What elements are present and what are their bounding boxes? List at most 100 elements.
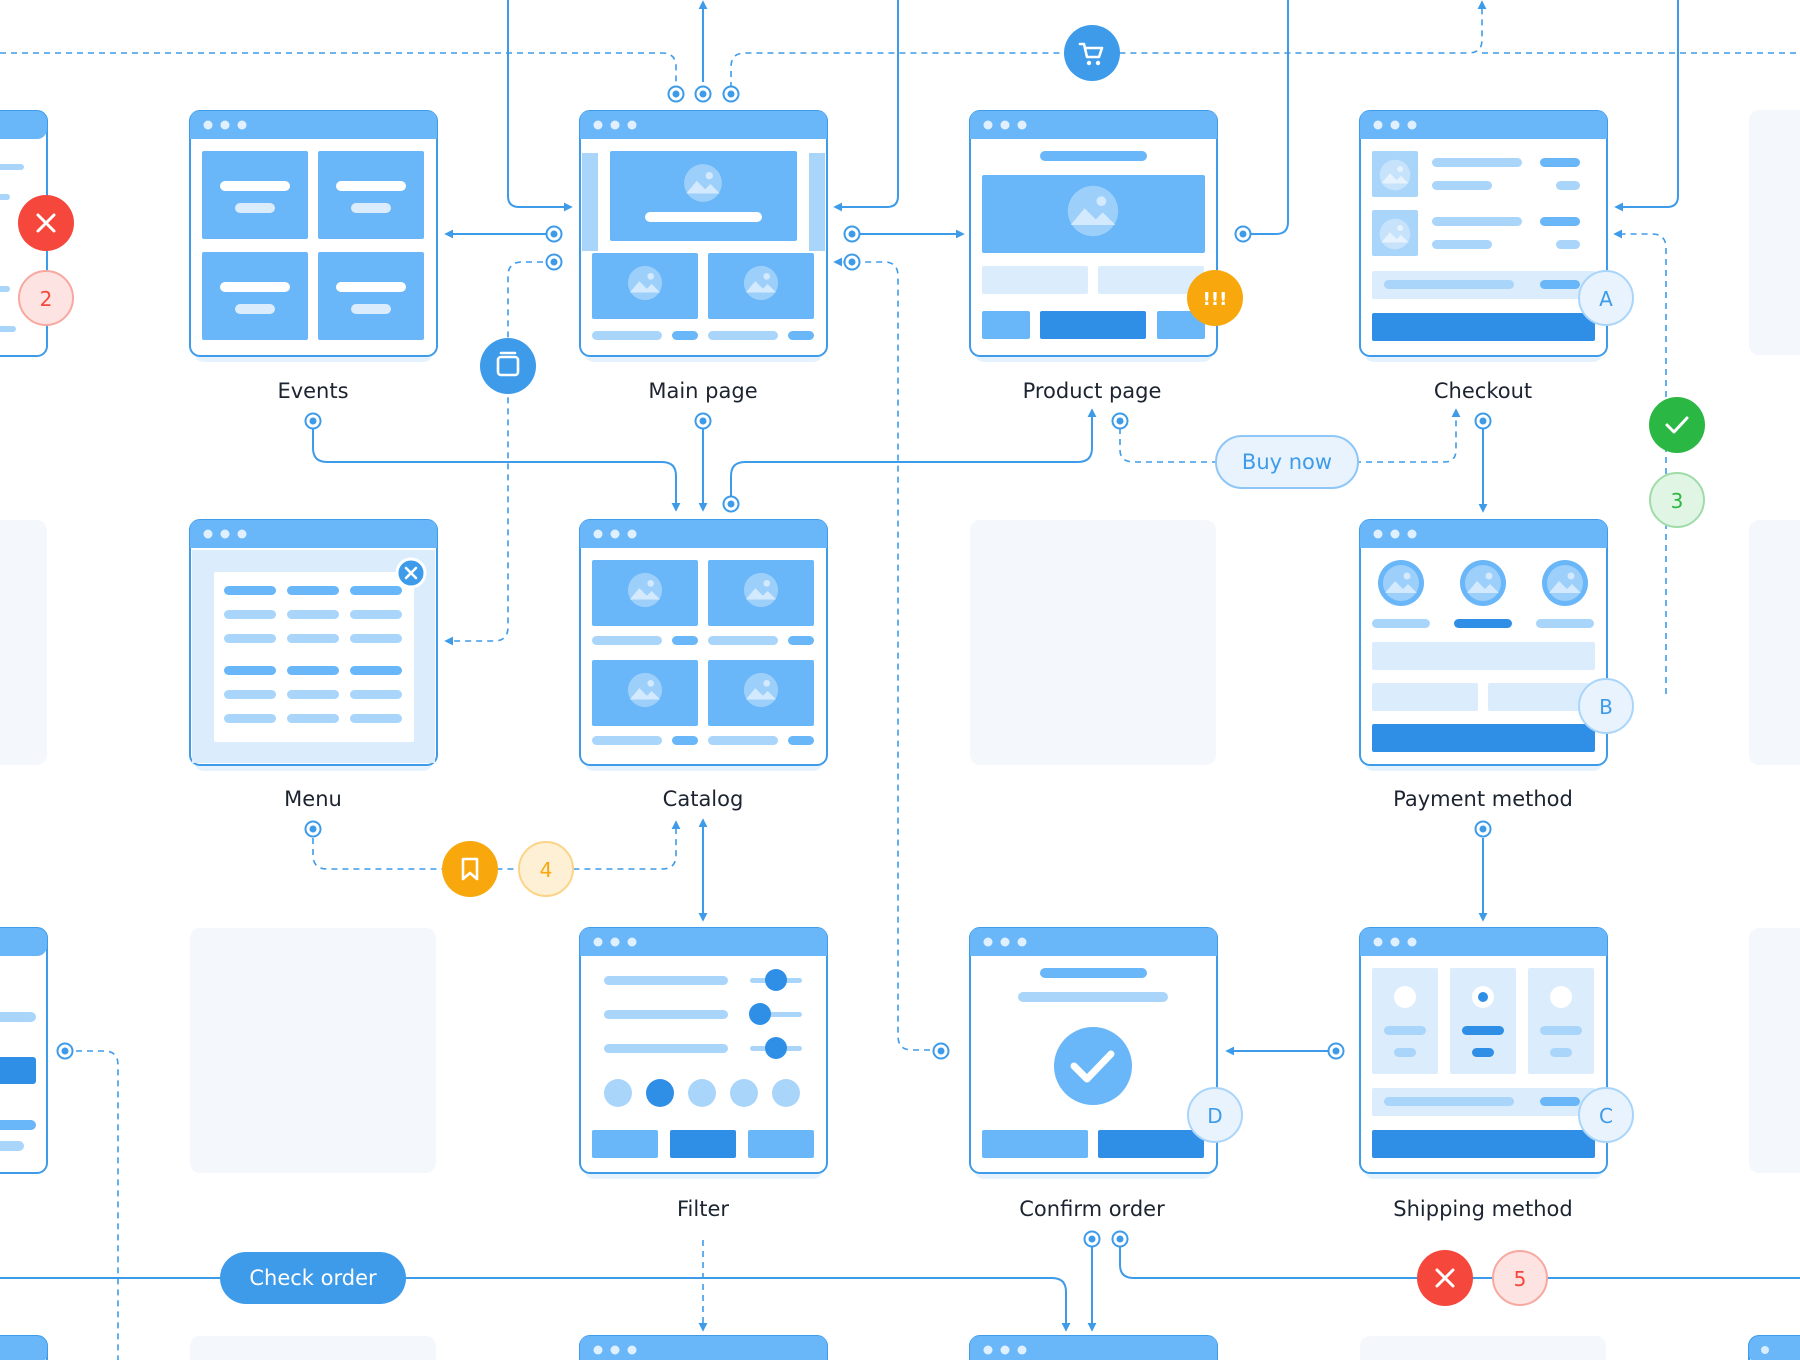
label-catalog: Catalog	[663, 787, 744, 811]
window-dot	[1373, 529, 1383, 539]
window-header	[580, 928, 827, 956]
wire-bar	[336, 282, 406, 292]
buy-now-button[interactable]: Buy now	[1215, 435, 1359, 489]
window-dot	[203, 120, 213, 130]
count-badge-3: 3	[1649, 472, 1705, 528]
screen-partial-1[interactable]	[969, 1335, 1218, 1364]
check-icon[interactable]	[1649, 397, 1705, 453]
wire-bar	[1556, 240, 1580, 249]
connector	[1243, 0, 1289, 235]
window-dot	[610, 529, 620, 539]
screen-shipping[interactable]	[1359, 927, 1608, 1179]
wire-bar	[351, 304, 391, 314]
wire-bar	[235, 304, 275, 314]
screen-product[interactable]	[969, 110, 1218, 362]
window-dot	[1390, 937, 1400, 947]
wire-bar	[1018, 992, 1168, 1002]
placeholder-screen	[1360, 1336, 1606, 1364]
screen-checkout[interactable]	[1359, 110, 1608, 362]
svg-text:A: A	[1599, 287, 1613, 311]
window-dot	[610, 1345, 620, 1355]
wire-block	[592, 1130, 658, 1158]
wire-bar	[1040, 968, 1147, 978]
wire-block	[1372, 642, 1595, 670]
screen-menu[interactable]	[189, 519, 438, 771]
wire-block	[318, 151, 424, 239]
close-icon[interactable]	[395, 557, 427, 589]
connector	[1614, 0, 1679, 212]
connector	[0, 1277, 1071, 1332]
window-dot	[1017, 937, 1027, 947]
connector	[1119, 1245, 1800, 1279]
wire-bar	[1556, 181, 1580, 190]
wire-bar	[287, 714, 339, 723]
wire-bar	[287, 634, 339, 643]
warning-icon[interactable]: !!!	[1187, 270, 1243, 326]
wire-bar	[224, 586, 276, 595]
wire-bar	[224, 690, 276, 699]
window-header	[1360, 928, 1607, 956]
screen-partial-0[interactable]	[579, 1335, 828, 1364]
connector	[833, 257, 941, 1051]
wire-bar	[788, 636, 814, 645]
wire-bar	[672, 331, 698, 340]
wire-bar	[1432, 158, 1522, 167]
window-dot	[1373, 120, 1383, 130]
letter-badge-b: B	[1578, 678, 1634, 734]
wire-bar	[351, 203, 391, 213]
window-dot	[983, 120, 993, 130]
wire-bar	[287, 586, 339, 595]
wire-bar	[672, 636, 698, 645]
screen-labels: Events Main page Product page Checkout M…	[277, 379, 1572, 1221]
window-dot	[1407, 529, 1417, 539]
wire-block	[1098, 266, 1204, 294]
label-confirm-order: Confirm order	[1019, 1197, 1165, 1221]
screen-main[interactable]	[579, 110, 828, 362]
slider-knob	[765, 1037, 787, 1059]
close-icon[interactable]	[1417, 1250, 1473, 1306]
check-order-button[interactable]: Check order	[220, 1252, 406, 1304]
wire-bar	[224, 610, 276, 619]
label-menu: Menu	[284, 787, 342, 811]
cart-icon[interactable]	[1064, 25, 1120, 81]
wire-bar	[287, 610, 339, 619]
window-dot	[627, 937, 637, 947]
wire-bar	[1432, 240, 1492, 249]
close-icon[interactable]	[18, 195, 74, 251]
window-dot	[983, 1345, 993, 1355]
badges: 2 !!! A B C D 3	[18, 25, 1705, 1306]
wire-block	[1372, 683, 1478, 711]
window-dot	[1373, 937, 1383, 947]
wire-bar	[350, 666, 402, 675]
slider-knob	[749, 1003, 771, 1025]
screen-catalog[interactable]	[579, 519, 828, 771]
screen-payment[interactable]	[1359, 519, 1608, 771]
wire-bar	[350, 714, 402, 723]
wire-bar	[1462, 1026, 1504, 1035]
screen-events[interactable]	[189, 110, 438, 362]
wire-bar	[1540, 158, 1580, 167]
image-icon	[743, 572, 779, 608]
screen-confirm[interactable]	[969, 927, 1218, 1179]
window-icon[interactable]	[480, 338, 536, 394]
wire-block	[582, 153, 598, 251]
svg-text:2: 2	[40, 287, 53, 311]
wire-bar	[1454, 619, 1512, 628]
svg-text:!!!: !!!	[1203, 289, 1228, 310]
image-icon	[1067, 185, 1119, 237]
connector	[833, 0, 899, 212]
wire-block	[1098, 1130, 1204, 1158]
window-header	[580, 111, 827, 139]
wire-bar	[350, 586, 402, 595]
screen-filter[interactable]	[579, 927, 828, 1179]
bookmark-icon[interactable]	[442, 841, 498, 897]
window-dot	[627, 120, 637, 130]
window-dot	[1017, 120, 1027, 130]
wire-bar	[350, 634, 402, 643]
wire-bar	[604, 1010, 728, 1019]
window-dot	[593, 937, 603, 947]
label-shipping-method: Shipping method	[1393, 1197, 1572, 1221]
buy-now-label: Buy now	[1242, 450, 1332, 474]
left-screen-mid	[0, 927, 48, 1174]
svg-text:D: D	[1207, 1104, 1222, 1128]
